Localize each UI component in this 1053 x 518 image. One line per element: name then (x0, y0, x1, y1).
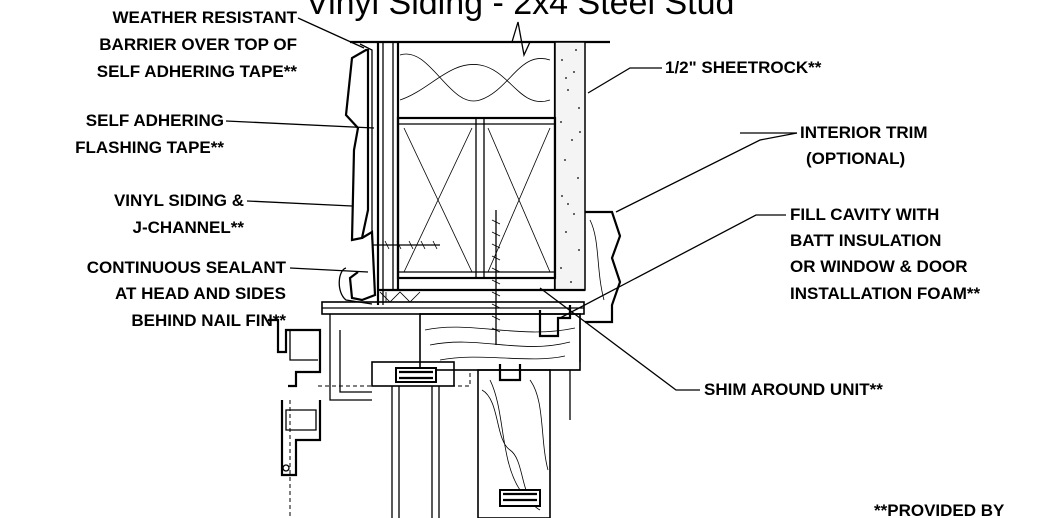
svg-text:INTERIOR TRIM: INTERIOR TRIM (800, 123, 928, 142)
leader-lines (225, 17, 798, 391)
label-sheetrock: 1/2" SHEETROCK** (665, 58, 822, 77)
svg-text:BATT INSULATION: BATT INSULATION (790, 231, 941, 250)
label-vinyl-siding: VINYL SIDING & J-CHANNEL** (114, 191, 244, 237)
svg-text:BEHIND NAIL FIN**: BEHIND NAIL FIN** (131, 311, 286, 330)
svg-text:OR WINDOW & DOOR: OR WINDOW & DOOR (790, 257, 968, 276)
svg-text:(OPTIONAL): (OPTIONAL) (806, 149, 905, 168)
svg-text:FILL CAVITY WITH: FILL CAVITY WITH (790, 205, 939, 224)
vinyl-siding (338, 43, 377, 305)
svg-text:SELF ADHERING TAPE**: SELF ADHERING TAPE** (97, 62, 298, 81)
label-interior-trim: INTERIOR TRIM (OPTIONAL) (800, 123, 928, 168)
svg-text:FLASHING TAPE**: FLASHING TAPE** (75, 138, 224, 157)
label-continuous-sealant: CONTINUOUS SEALANT AT HEAD AND SIDES BEH… (87, 258, 287, 330)
window-frame (268, 210, 622, 518)
svg-text:AT HEAD AND SIDES: AT HEAD AND SIDES (115, 284, 286, 303)
svg-text:INSTALLATION FOAM**: INSTALLATION FOAM** (790, 284, 981, 303)
svg-text:VINYL SIDING &: VINYL SIDING & (114, 191, 244, 210)
svg-text:1/2" SHEETROCK**: 1/2" SHEETROCK** (665, 58, 822, 77)
label-flashing-tape: SELF ADHERING FLASHING TAPE** (75, 111, 224, 157)
label-fill-cavity: FILL CAVITY WITH BATT INSULATION OR WIND… (790, 205, 981, 303)
svg-text:CONTINUOUS SEALANT: CONTINUOUS SEALANT (87, 258, 287, 277)
svg-text:SELF ADHERING: SELF ADHERING (86, 111, 224, 130)
wall-section (350, 21, 610, 345)
svg-text:J-CHANNEL**: J-CHANNEL** (133, 218, 245, 237)
footnote-provided-by: **PROVIDED BY (874, 501, 1005, 518)
label-weather-resistant-barrier: WEATHER RESISTANT BARRIER OVER TOP OF SE… (97, 8, 298, 81)
label-shim: SHIM AROUND UNIT** (704, 380, 883, 399)
svg-text:SHIM AROUND UNIT**: SHIM AROUND UNIT** (704, 380, 883, 399)
svg-text:WEATHER RESISTANT: WEATHER RESISTANT (113, 8, 298, 27)
svg-text:BARRIER OVER TOP OF: BARRIER OVER TOP OF (99, 35, 297, 54)
drawing-title: Vinyl Siding - 2x4 Steel Stud (306, 0, 734, 22)
